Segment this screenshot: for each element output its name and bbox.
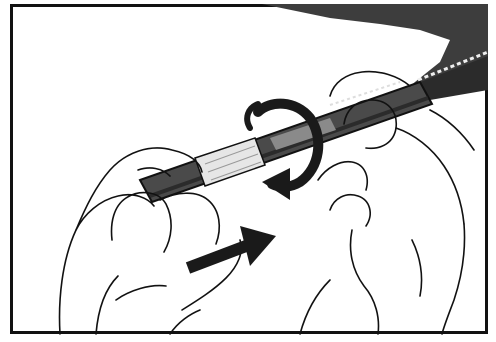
pen-holder [262,4,488,100]
push-arrow-icon [188,226,276,268]
needle-cap [195,138,265,186]
